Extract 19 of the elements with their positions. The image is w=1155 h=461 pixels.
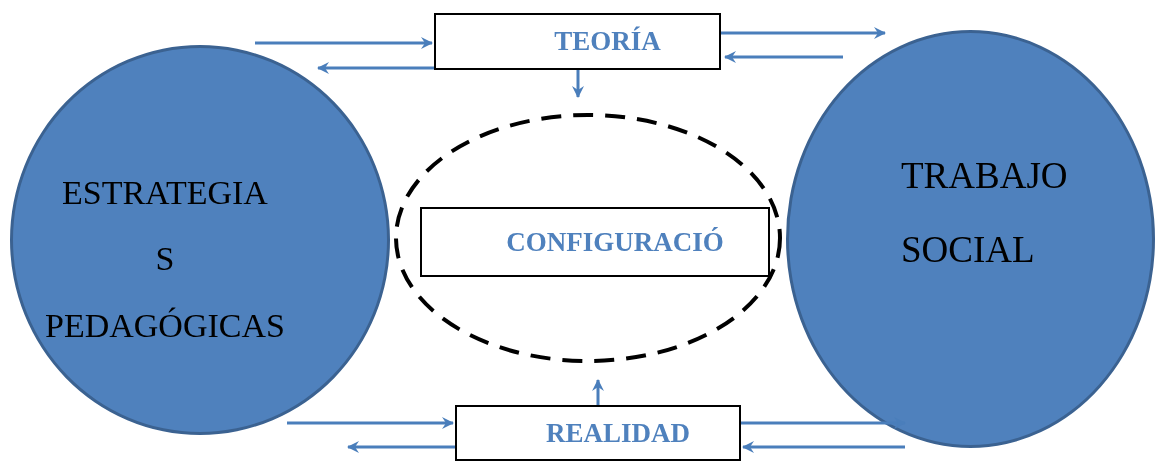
arrow: [724, 51, 843, 63]
text-box: [434, 13, 721, 70]
arrow: [347, 441, 455, 453]
circle-label: ESTRATEGIA S PEDAGÓGICAS: [45, 173, 285, 346]
circle-label: TRABAJO SOCIAL: [901, 154, 1069, 272]
dashed-ellipse: [393, 112, 783, 364]
box-label: CONFIGURACIÓ: [506, 226, 724, 258]
box-label: REALIDAD: [546, 417, 690, 449]
text-box: [420, 207, 770, 277]
box-label: TEORÍA: [554, 26, 661, 57]
arrow: [287, 417, 454, 429]
text-box: [455, 405, 741, 461]
arrow: [742, 441, 905, 453]
arrow: [741, 417, 906, 429]
arrow: [572, 70, 584, 98]
arrow: [255, 37, 433, 49]
arrow: [721, 27, 886, 39]
arrow: [317, 62, 434, 74]
arrow: [592, 379, 604, 405]
